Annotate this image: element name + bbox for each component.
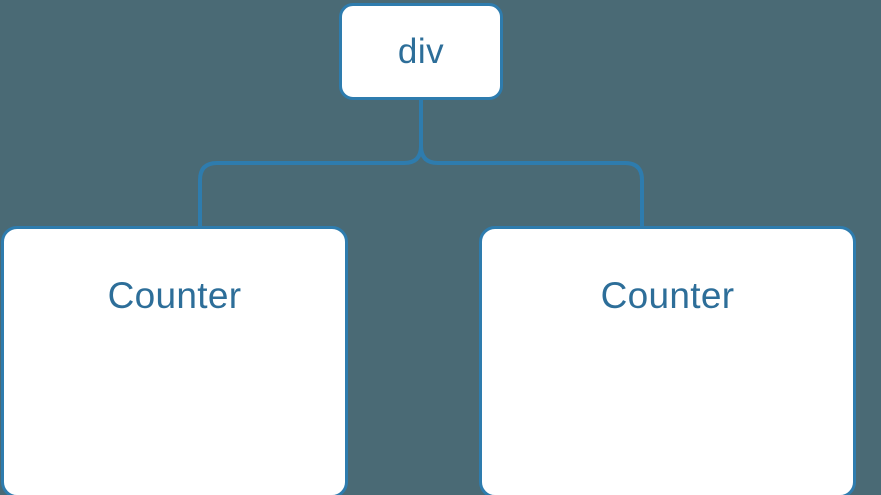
node-counter-left[interactable]: Counter count 0 [1, 226, 348, 495]
node-div-label: div [397, 32, 445, 71]
node-div[interactable]: div [339, 3, 503, 100]
node-counter-right[interactable]: Counter count 1 [479, 226, 856, 495]
node-counter-left-title: Counter [107, 275, 242, 316]
node-counter-right-title: Counter [600, 275, 735, 316]
